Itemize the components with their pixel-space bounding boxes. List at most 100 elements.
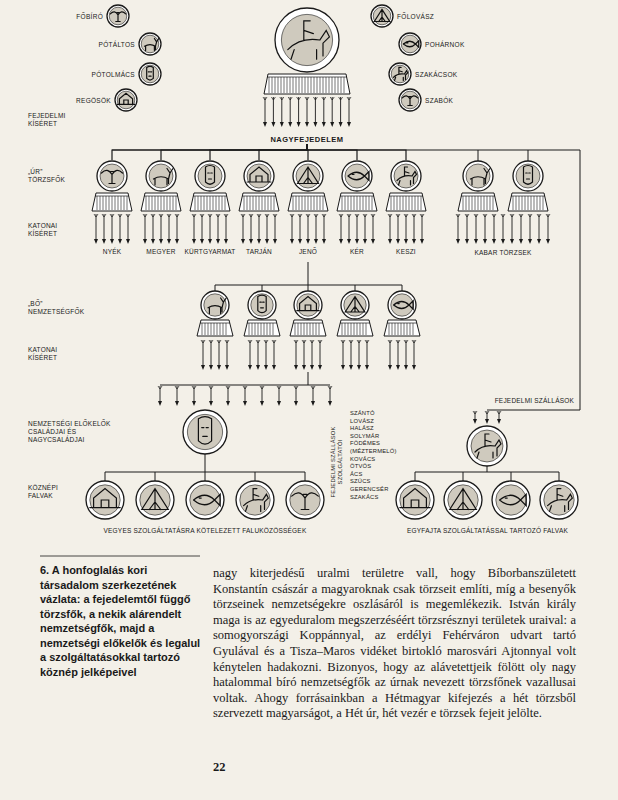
arrow-shaft <box>265 97 266 123</box>
emblem-figure <box>475 434 501 458</box>
pedestal-stripe <box>281 77 282 93</box>
pedestal-stripe <box>311 77 312 93</box>
arrow-fletching <box>546 214 550 217</box>
arrow-shaft <box>351 340 352 366</box>
pedestal-stripe <box>409 196 410 210</box>
pedestal-stripe <box>516 196 517 210</box>
arrow-head <box>528 239 532 244</box>
emblem-field <box>117 91 135 109</box>
arrow-head <box>243 401 247 406</box>
service-item: ÖTVÖS <box>350 463 371 470</box>
pedestal-stripe <box>397 196 398 210</box>
pedestal-stripe <box>323 196 324 210</box>
arrow-fletching <box>216 214 220 217</box>
emblem-slot <box>139 63 161 85</box>
arrow-fletching <box>110 214 114 217</box>
pedestal-stripe <box>118 196 119 210</box>
arrow-shaft <box>177 214 178 240</box>
pedestal-stripe <box>290 77 291 93</box>
pedestal-stripe <box>407 323 408 335</box>
arrow-shaft <box>530 214 531 240</box>
arrow-fletching <box>243 386 247 389</box>
yurt-pedestal <box>288 193 328 211</box>
pedestal-stripe <box>332 77 333 93</box>
yurt-pedestal <box>264 74 350 94</box>
arrow-fletching <box>528 214 532 217</box>
emblem-slot <box>399 89 421 111</box>
pedestal-stripe <box>305 77 306 93</box>
emblem-ring <box>286 481 324 519</box>
emblem-ring <box>341 291 369 319</box>
pedestal-stripe <box>208 323 209 335</box>
arrow-head <box>126 239 130 244</box>
arrow-fletching <box>492 214 496 217</box>
pedestal-stripe <box>258 323 259 335</box>
emblem-ring <box>115 89 137 111</box>
pedestal-band <box>387 323 417 324</box>
emblem-figure <box>90 489 120 508</box>
arrow-fletching <box>311 386 315 389</box>
arrow-shaft <box>161 214 162 240</box>
arrow-fletching <box>519 214 523 217</box>
pedestal-stripe <box>366 196 367 210</box>
pedestal-stripe <box>392 323 393 335</box>
pedestal-stripe <box>202 323 203 335</box>
tree-line <box>487 410 580 411</box>
pedestal-stripe <box>211 323 212 335</box>
arrow-fletching <box>341 340 345 343</box>
pedestal-stripe <box>314 196 315 210</box>
emblem-ring <box>389 63 411 85</box>
emblem-field <box>448 485 478 515</box>
pedestal-stripe <box>219 196 220 210</box>
arrow-shaft <box>324 214 325 240</box>
arrow-fletching <box>94 214 98 217</box>
row-label: EGYFAJTA SZOLGÁLTATÁSSAL TARTOZÓ FALVAK <box>380 527 595 535</box>
arrow-fletching <box>339 214 343 217</box>
arrow-fletching <box>501 214 505 217</box>
arrow-fletching <box>265 214 269 217</box>
arrow-fletching <box>497 411 501 414</box>
tree-line <box>205 472 206 481</box>
arrow-shaft <box>169 214 170 240</box>
tree-connector <box>112 144 307 160</box>
arrow-shaft <box>292 214 293 240</box>
arrow-fletching <box>318 340 322 343</box>
tree-bar <box>160 385 330 386</box>
pedestal-stripe <box>537 196 538 210</box>
tribe-chief-emblem: KÜRTGYARMAT <box>183 160 238 256</box>
arrow-shaft <box>390 340 391 366</box>
arrow-fletching <box>306 214 310 217</box>
service-item: SZÁNTÓ <box>350 410 375 417</box>
arrow-shaft <box>365 214 366 240</box>
pedestal-stripe <box>354 323 355 335</box>
pedestal-stripe <box>413 323 414 335</box>
pedestal-stripe <box>106 196 107 210</box>
arrow-head <box>537 239 541 244</box>
tribe-chief-emblem: MEGYER <box>141 160 181 256</box>
arrow-fletching <box>271 97 275 100</box>
arrow-fletching <box>200 214 204 217</box>
pedestal-stripe <box>207 196 208 210</box>
arrow-shaft <box>104 214 105 240</box>
tribe-name: JENŐ <box>288 248 328 256</box>
pedestal-stripe <box>301 323 302 335</box>
pedestal-stripe <box>345 196 346 210</box>
emblem-field <box>296 164 320 188</box>
emblem-slot <box>107 5 129 27</box>
retinue-emblem: POHÁRNOK <box>399 33 465 55</box>
pedestal-stripe <box>394 196 395 210</box>
pedestal-stripe <box>272 77 273 93</box>
arrow-shaft <box>296 340 297 366</box>
arrow-fletching <box>305 97 309 100</box>
emblem-slot <box>371 5 393 27</box>
arrow-shaft <box>494 214 495 240</box>
pedestal-stripe <box>344 77 345 93</box>
pedestal-stripe <box>97 196 98 210</box>
arrow-head <box>158 401 162 406</box>
arrow-head <box>322 239 326 244</box>
arrow-head <box>264 365 268 370</box>
arrow-fletching <box>201 340 205 343</box>
arrow-shaft <box>485 214 486 240</box>
pedestal-stripe <box>109 196 110 210</box>
arrow-head <box>519 239 523 244</box>
